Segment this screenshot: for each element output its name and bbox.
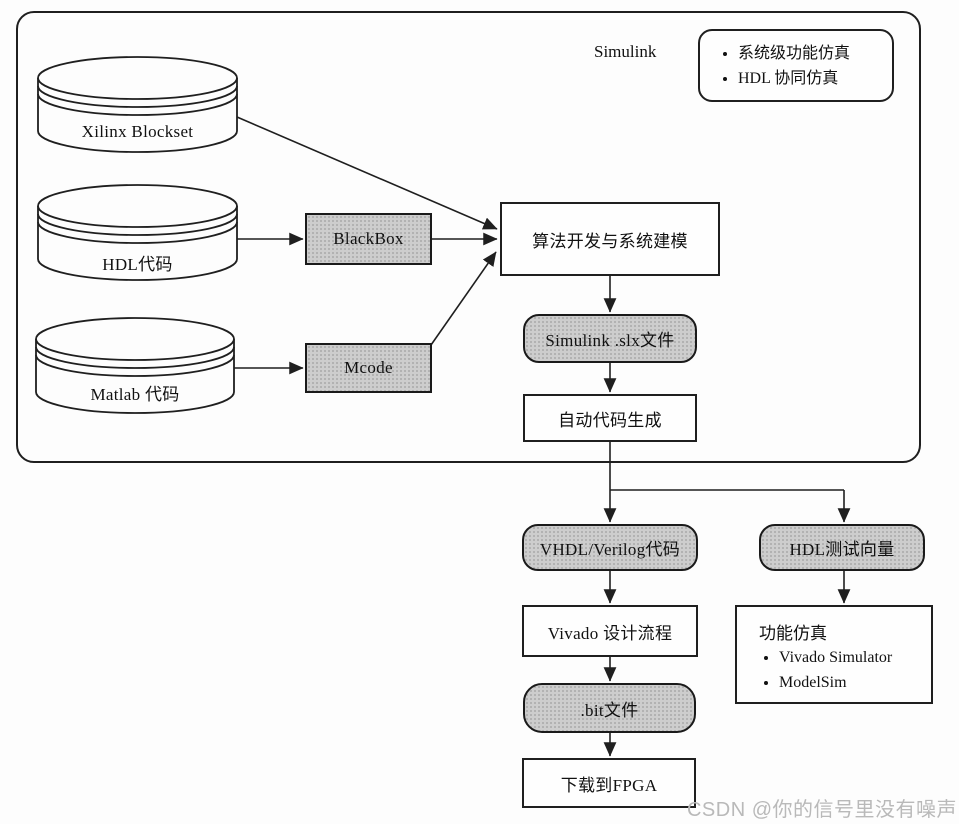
- node-download-to-fpga: 下载到FPGA: [522, 758, 696, 808]
- flow-arrows: [234, 116, 851, 757]
- node-blackbox: BlackBox: [305, 213, 432, 265]
- simulator-modelsim: ModelSim: [779, 671, 923, 694]
- csdn-watermark: CSDN @你的信号里没有噪声: [686, 799, 957, 821]
- node-vhdl-verilog-code: VHDL/Verilog代码: [522, 524, 698, 571]
- arrow-xilinx-to-algo: [236, 116, 498, 230]
- node-vivado-design-flow: Vivado 设计流程: [522, 605, 698, 657]
- functional-simulation-list: Vivado Simulator ModelSim: [759, 646, 923, 694]
- cylinder-matlab-code: [35, 317, 235, 414]
- simulation-features-list: 系统级功能仿真 HDL 协同仿真: [708, 42, 886, 90]
- node-mcode: Mcode: [305, 343, 432, 393]
- arrow-mcode-to-algo: [430, 251, 497, 346]
- node-auto-code-generation: 自动代码生成: [523, 394, 697, 442]
- feature-system-level-sim: 系统级功能仿真: [738, 42, 886, 65]
- functional-simulation-title: 功能仿真: [759, 624, 827, 643]
- simulation-features-box: 系统级功能仿真 HDL 协同仿真: [698, 29, 894, 102]
- cylinder-label-xilinx-blockset: Xilinx Blockset: [81, 122, 194, 141]
- node-functional-simulation: 功能仿真 Vivado Simulator ModelSim: [735, 605, 933, 704]
- cylinder-label-hdl-code: HDL代码: [102, 255, 173, 274]
- node-hdl-test-vector: HDL测试向量: [759, 524, 925, 571]
- node-bit-file: .bit文件: [523, 683, 696, 733]
- node-algorithm-development: 算法开发与系统建模: [500, 202, 720, 276]
- feature-hdl-cosim: HDL 协同仿真: [738, 67, 886, 90]
- cylinder-label-matlab-code: Matlab 代码: [90, 385, 180, 404]
- simulink-container-frame: [16, 11, 921, 463]
- node-simulink-slx-file: Simulink .slx文件: [523, 314, 697, 363]
- simulink-label: Simulink: [594, 42, 657, 61]
- simulator-vivado: Vivado Simulator: [779, 646, 923, 669]
- cylinder-xilinx-blockset: [37, 56, 238, 153]
- cylinder-hdl-code: [37, 184, 238, 281]
